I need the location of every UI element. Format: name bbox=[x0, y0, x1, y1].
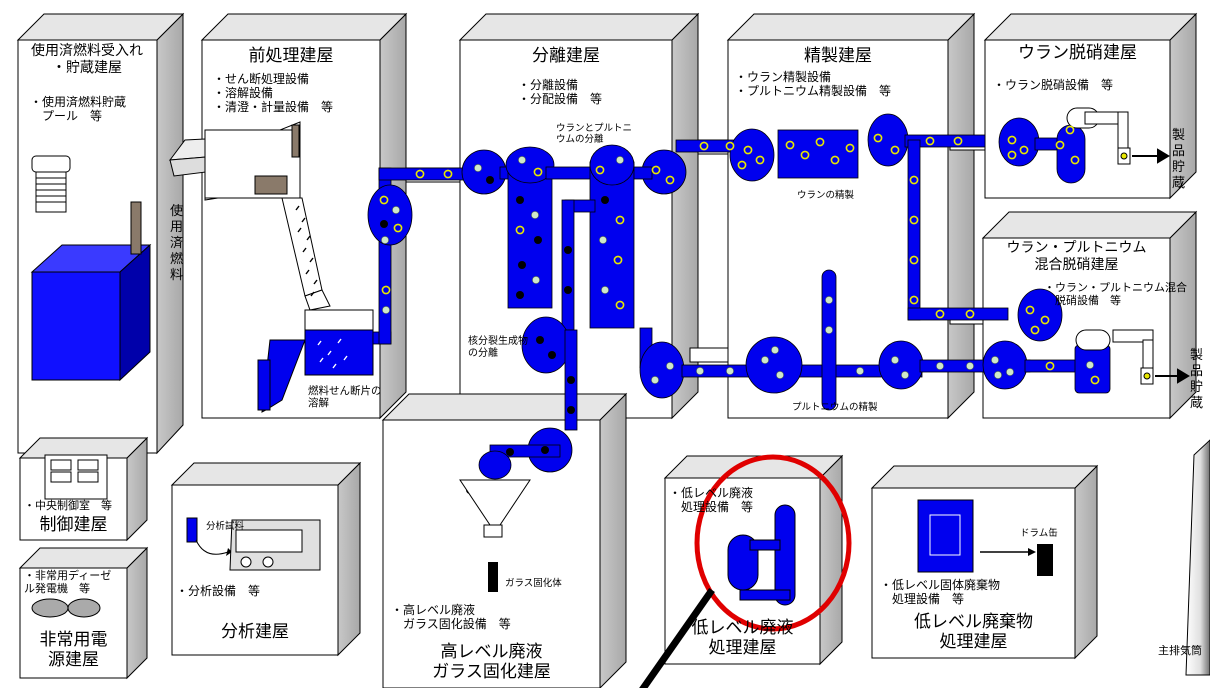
diesel-generator bbox=[31, 598, 101, 618]
control-panel bbox=[44, 454, 108, 500]
drum-label: ドラム缶 bbox=[1020, 528, 1058, 539]
llw-liquid-equipment bbox=[727, 504, 796, 606]
headend-building-name: 前処理建屋 bbox=[248, 46, 334, 66]
hlw-glass-label: ガラス固化体 bbox=[505, 578, 562, 589]
receiving-building-name: 使用済燃料受入れ ・貯蔵建屋 bbox=[31, 43, 143, 76]
analysis-equipment: ・分析設備 等 bbox=[176, 584, 261, 598]
denitration-mox-equipment: ・ウラン・プルトニウム混合 脱硝設備 等 bbox=[1044, 281, 1187, 307]
denitration-u-building-name: ウラン脱硝建屋 bbox=[1018, 43, 1137, 63]
control-equipment: ・中央制御室 等 bbox=[24, 499, 112, 512]
product-storage-label-1: 製 品 貯 蔵 bbox=[1172, 128, 1186, 191]
hlw-building-name: 高レベル廃液 ガラス固化建屋 bbox=[432, 642, 551, 683]
llw-solid-equipment bbox=[917, 499, 1053, 576]
hlw-equipment: ・高レベル廃液 ガラス固化設備 等 bbox=[391, 603, 511, 632]
control-building-name: 制御建屋 bbox=[39, 515, 108, 535]
main-stack-label: 主排気筒 bbox=[1158, 645, 1202, 657]
separation-note-top: ウランとプルトニ ウムの分離 bbox=[556, 123, 633, 146]
receiving-equipment: ・使用済燃料貯蔵 プール 等 bbox=[30, 95, 127, 124]
building-denitration-u bbox=[983, 12, 1198, 200]
headend-equipment: ・せん断処理設備 ・溶解設備 ・清澄・計量設備 等 bbox=[213, 72, 334, 115]
analysis-instrument bbox=[186, 517, 321, 571]
building-receiving bbox=[16, 12, 185, 455]
analysis-building-name: 分析建屋 bbox=[221, 622, 289, 642]
separation-building-name: 分離建屋 bbox=[532, 46, 600, 66]
main-stack bbox=[1185, 439, 1210, 676]
storage-pool bbox=[30, 201, 152, 382]
denitration-mox-building-name: ウラン・プルトニウム 混合脱硝建屋 bbox=[1006, 240, 1147, 273]
headend-note: 燃料せん断片の 溶解 bbox=[308, 385, 382, 410]
process-particles bbox=[379, 125, 1100, 516]
dissolver bbox=[257, 309, 374, 413]
vitrification-melter bbox=[459, 479, 531, 592]
product-lines bbox=[1066, 107, 1154, 371]
fuel-cask bbox=[31, 155, 71, 213]
purification-building-name: 精製建屋 bbox=[804, 46, 872, 66]
purification-note-pu: プルトニウムの精製 bbox=[792, 402, 878, 413]
purification-note-u: ウランの精製 bbox=[797, 190, 855, 201]
product-arrows bbox=[1132, 148, 1190, 384]
analysis-sample-label: 分析試料 bbox=[206, 521, 245, 532]
separation-note-bottom: 核分裂生成物 の分離 bbox=[468, 336, 528, 359]
spent-fuel-label: 使 用 済 燃 料 bbox=[170, 204, 184, 283]
purification-equipment: ・ウラン精製設備 ・プルトニウム精製設備 等 bbox=[735, 70, 892, 99]
separation-equipment: ・分離設備 ・分配設備 等 bbox=[518, 78, 603, 107]
product-storage-label-2: 製 品 貯 蔵 bbox=[1190, 348, 1204, 411]
denitration-u-equipment: ・ウラン脱硝設備 等 bbox=[993, 78, 1114, 92]
shear-unit bbox=[204, 121, 331, 311]
building-emergency bbox=[18, 546, 149, 680]
emergency-equipment: ・非常用ディーゼ ル発電機 等 bbox=[24, 569, 112, 595]
llw-solid-building-name: 低レベル廃棄物 処理建屋 bbox=[914, 612, 1033, 653]
llw-liquid-building-name: 低レベル廃液 処理建屋 bbox=[691, 618, 794, 659]
product-containers bbox=[1117, 147, 1154, 385]
pointer-stick bbox=[639, 587, 715, 688]
llw-solid-equipment-label: ・低レベル固体廃棄物 処理設備 等 bbox=[880, 578, 1001, 607]
llw-liquid-equipment-label: ・低レベル廃液 処理設備 等 bbox=[669, 486, 754, 515]
emergency-building-name: 非常用電 源建屋 bbox=[39, 630, 108, 671]
highlight-circle bbox=[694, 454, 852, 632]
